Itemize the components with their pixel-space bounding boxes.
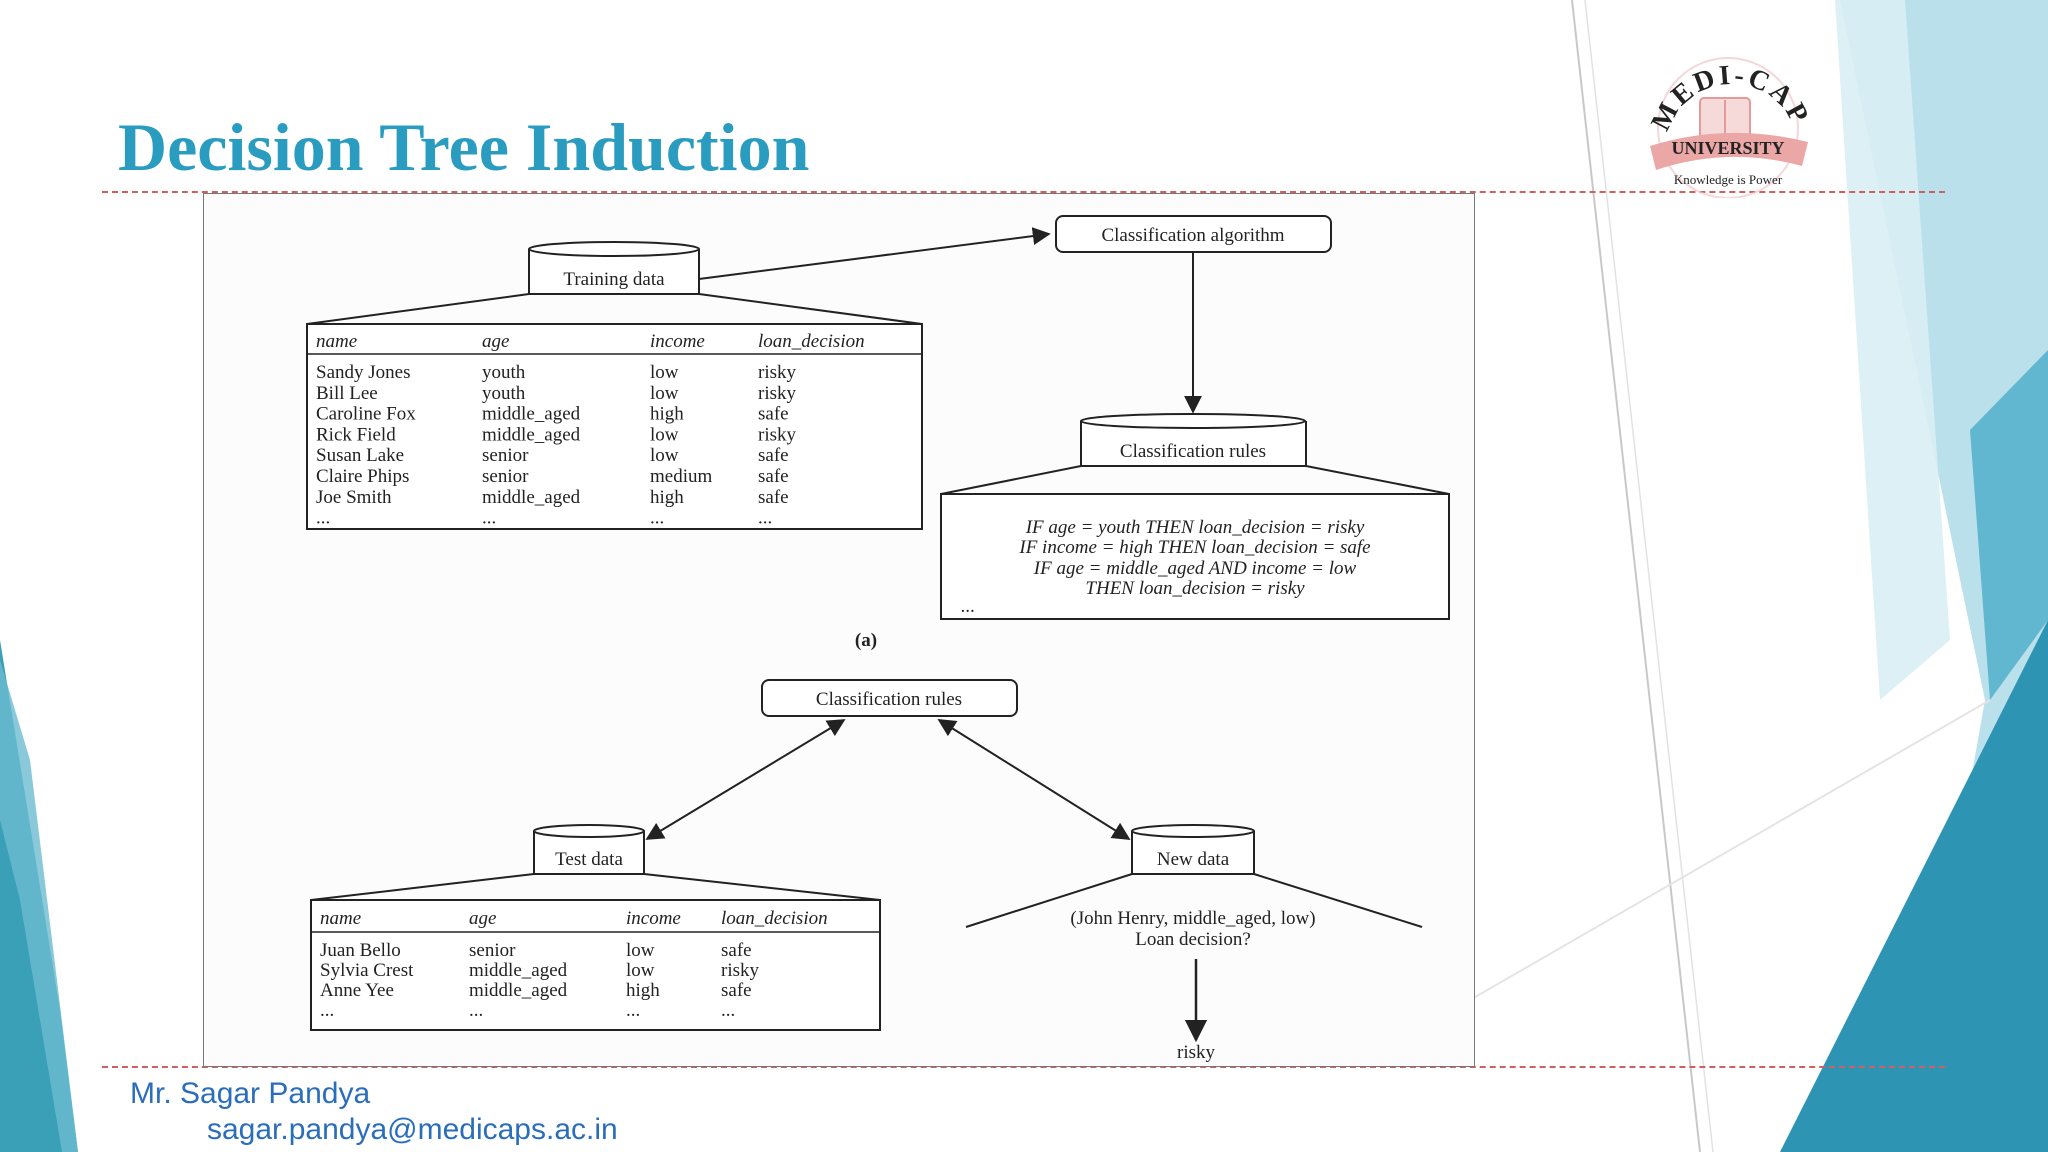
test-table-cell: Anne Yee	[320, 980, 394, 1001]
training-col-loan-decision: loan_decision	[758, 331, 865, 352]
test-table-cell: low	[626, 960, 655, 981]
test-table-cell: ...	[721, 1000, 735, 1021]
training-data-label: Training data	[563, 269, 665, 290]
test-data-cylinder: Test data	[533, 824, 645, 875]
top-divider	[102, 191, 1945, 193]
training-table-cell: Susan Lake	[316, 445, 404, 466]
training-table-cell: ...	[650, 508, 664, 529]
training-table-cell: senior	[482, 466, 529, 487]
training-table-cell: middle_aged	[482, 424, 581, 445]
test-table-cell: safe	[721, 940, 752, 961]
training-table-cell: risky	[758, 424, 797, 445]
training-table-cell: risky	[758, 362, 797, 383]
training-table-cell: high	[650, 487, 684, 508]
training-table-cell: ...	[316, 508, 330, 529]
diagram-figure: Training data name age income loan_decis…	[203, 193, 1475, 1067]
test-funnel	[310, 873, 881, 901]
logo-tagline: Knowledge is Power	[1674, 172, 1783, 187]
test-table: name age income loan_decision Juan Bello…	[310, 899, 881, 1031]
decision-tree-diagram: Training data name age income loan_decis…	[306, 215, 1450, 1063]
presenter-email: sagar.pandya@medicaps.ac.in	[207, 1113, 618, 1146]
training-table-cell: ...	[482, 508, 496, 529]
rule-line-1: IF age = youth THEN loan_decision = risk…	[1025, 517, 1365, 538]
training-table-cell: Caroline Fox	[316, 404, 416, 425]
test-data-label: Test data	[555, 849, 623, 870]
training-table-cell: youth	[482, 362, 526, 383]
test-table-cell: Sylvia Crest	[320, 960, 414, 981]
part-a-label: (a)	[855, 630, 877, 651]
test-col-age: age	[469, 908, 496, 929]
test-table-cell: low	[626, 940, 655, 961]
arrow-training-to-algorithm	[698, 227, 1051, 280]
test-table-cell: ...	[320, 1000, 334, 1021]
presenter-name: Mr. Sagar Pandya	[130, 1077, 371, 1110]
training-table-cell: middle_aged	[482, 404, 581, 425]
training-table-cell: Bill Lee	[316, 383, 378, 404]
training-table-cell: safe	[758, 487, 789, 508]
rule-line-3: IF age = middle_aged AND income = low	[1033, 558, 1357, 579]
test-col-income: income	[626, 908, 681, 929]
new-data-question: Loan decision?	[1135, 929, 1251, 950]
training-table-cell: low	[650, 362, 679, 383]
training-table-cell: senior	[482, 445, 529, 466]
training-table: name age income loan_decision Sandy Jone…	[306, 323, 923, 530]
test-table-cell: ...	[469, 1000, 483, 1021]
training-col-age: age	[482, 331, 509, 352]
arrow-rules-test	[645, 719, 846, 840]
new-data-label: New data	[1157, 849, 1230, 870]
training-table-cell: safe	[758, 404, 789, 425]
training-col-income: income	[650, 331, 705, 352]
test-table-cell: safe	[721, 980, 752, 1001]
test-table-cell: risky	[721, 960, 760, 981]
classification-rules-box-b: Classification rules	[761, 679, 1018, 717]
rule-line-4: THEN loan_decision = risky	[1085, 578, 1305, 599]
test-table-cell: Juan Bello	[320, 940, 401, 961]
rule-line-ellipsis: ...	[961, 596, 975, 617]
classification-rules-label: Classification rules	[1120, 441, 1266, 462]
training-table-cell: low	[650, 424, 679, 445]
test-table-cell: ...	[626, 1000, 640, 1021]
classification-rules-cylinder: Classification rules	[1080, 413, 1307, 467]
classification-algorithm-box: Classification algorithm	[1055, 215, 1332, 253]
rules-box: IF age = youth THEN loan_decision = risk…	[940, 493, 1450, 620]
classification-rules-b-label: Classification rules	[816, 689, 962, 710]
training-table-cell: risky	[758, 383, 797, 404]
new-data-cylinder: New data	[1131, 824, 1255, 875]
classification-algorithm-label: Classification algorithm	[1101, 225, 1284, 246]
training-table-cell: youth	[482, 383, 526, 404]
logo-banner-text: UNIVERSITY	[1671, 138, 1784, 158]
new-data-tuple: (John Henry, middle_aged, low)	[1070, 908, 1315, 929]
training-table-cell: Rick Field	[316, 424, 396, 445]
test-table-cell: middle_aged	[469, 960, 568, 981]
training-funnel	[306, 293, 923, 325]
slide-title: Decision Tree Induction	[118, 109, 810, 185]
training-table-cell: safe	[758, 445, 789, 466]
training-table-cell: ...	[758, 508, 772, 529]
bottom-divider	[102, 1066, 1945, 1068]
test-table-cell: middle_aged	[469, 980, 568, 1001]
rules-funnel	[940, 465, 1450, 495]
training-table-cell: low	[650, 445, 679, 466]
training-table-cell: safe	[758, 466, 789, 487]
training-table-cell: Sandy Jones	[316, 362, 410, 383]
training-table-cell: Joe Smith	[316, 487, 392, 508]
test-table-cell: senior	[469, 940, 516, 961]
test-col-loan-decision: loan_decision	[721, 908, 828, 929]
arrow-rules-new	[937, 719, 1131, 840]
training-col-name: name	[316, 331, 357, 352]
training-table-cell: Claire Phips	[316, 466, 409, 487]
university-logo: MEDI-CAPS UNIVERSITY Knowledge is Power	[1620, 28, 1813, 198]
test-table-cell: high	[626, 980, 660, 1001]
training-table-cell: low	[650, 383, 679, 404]
test-col-name: name	[320, 908, 361, 929]
new-funnel	[965, 873, 1423, 928]
training-table-cell: high	[650, 404, 684, 425]
training-table-cell: medium	[650, 466, 712, 487]
result-label: risky	[1177, 1042, 1216, 1063]
rule-line-2: IF income = high THEN loan_decision = sa…	[1018, 537, 1370, 558]
training-data-cylinder: Training data	[528, 241, 700, 295]
training-table-cell: middle_aged	[482, 487, 581, 508]
